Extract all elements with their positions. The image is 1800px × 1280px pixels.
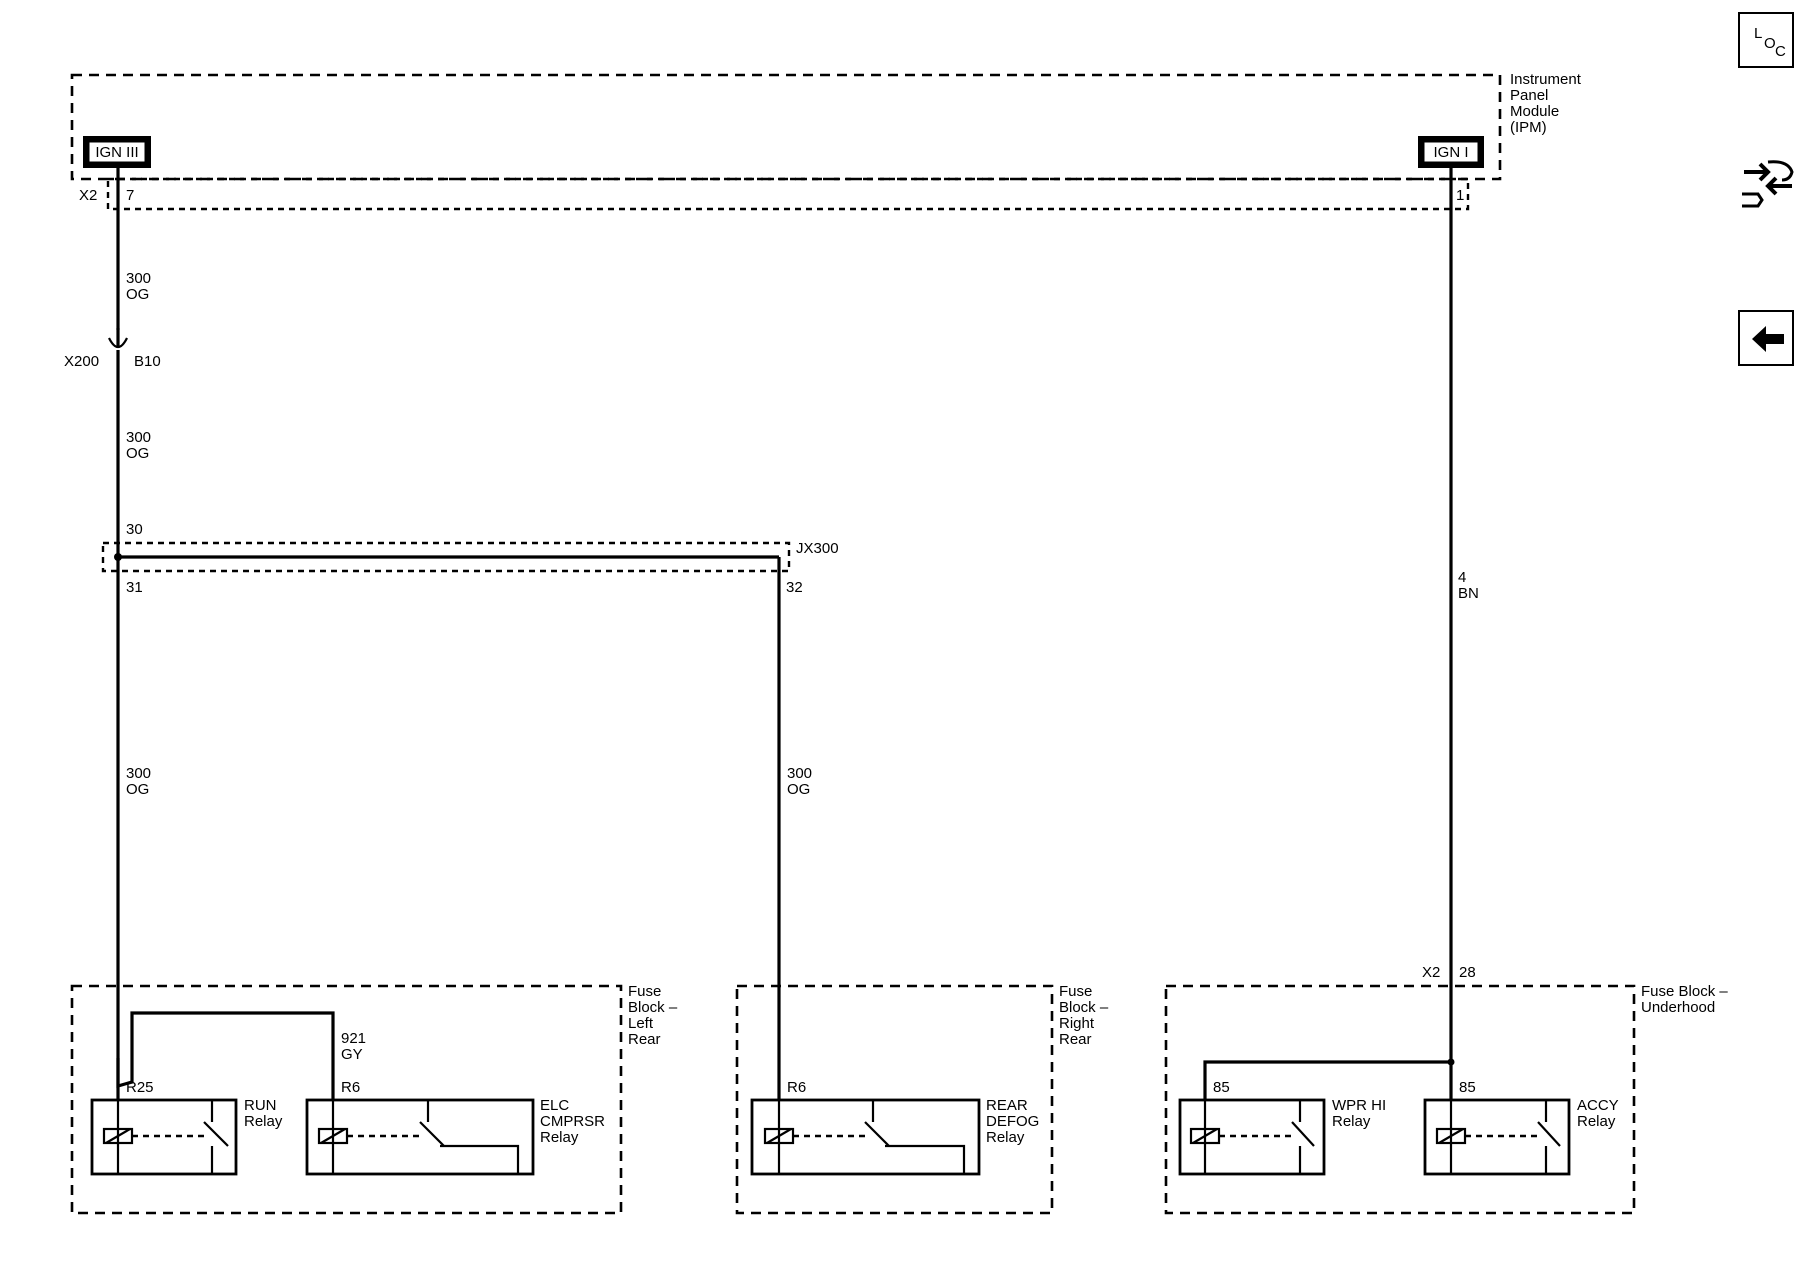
svg-text:300: 300 — [126, 429, 151, 446]
svg-text:Relay: Relay — [986, 1129, 1025, 1146]
svg-text:Block –: Block – — [1059, 999, 1109, 1016]
wpr-hi-relay — [1178, 1098, 1326, 1176]
fuse-block-left-rear-name: Fuse Block – Left Rear — [628, 983, 678, 1048]
pin-1: 1 — [1456, 187, 1464, 204]
run-relay — [90, 1098, 238, 1176]
defog-relay-pin: R6 — [787, 1079, 806, 1096]
svg-text:Fuse: Fuse — [628, 983, 661, 1000]
svg-text:BN: BN — [1458, 585, 1479, 602]
fuse-block-left-rear — [70, 984, 623, 1215]
back-arrow-icon — [1752, 326, 1784, 352]
wire-label-300-og-3: 300 OG — [126, 765, 151, 798]
svg-text:REAR: REAR — [986, 1097, 1028, 1114]
connector-x2-right: X2 — [1422, 964, 1440, 981]
svg-text:CMPRSR: CMPRSR — [540, 1113, 605, 1130]
wire-label-300-og-1: 300 OG — [126, 270, 151, 303]
svg-text:OG: OG — [126, 286, 149, 303]
wpr-relay-name: WPR HI Relay — [1332, 1097, 1386, 1130]
svg-text:ELC: ELC — [540, 1097, 569, 1114]
svg-text:Module: Module — [1510, 103, 1559, 120]
svg-text:Relay: Relay — [244, 1113, 283, 1130]
svg-text:WPR HI: WPR HI — [1332, 1097, 1386, 1114]
wire-label-300-og-4: 300 OG — [787, 765, 812, 798]
svg-text:Panel: Panel — [1510, 87, 1548, 104]
pin-28: 28 — [1459, 964, 1476, 981]
svg-text:Relay: Relay — [1332, 1113, 1371, 1130]
svg-text:Left: Left — [628, 1015, 654, 1032]
ign-iii-label: IGN III — [83, 136, 151, 168]
fuse-block-underhood-name: Fuse Block – Underhood — [1641, 983, 1728, 1016]
svg-text:Fuse: Fuse — [1059, 983, 1092, 1000]
svg-text:Relay: Relay — [540, 1129, 579, 1146]
svg-text:L: L — [1754, 25, 1762, 42]
elc-relay-name: ELC CMPRSR Relay — [540, 1097, 605, 1146]
svg-text:Rear: Rear — [1059, 1031, 1092, 1048]
svg-text:300: 300 — [787, 765, 812, 782]
wire-label-300-og-2: 300 OG — [126, 429, 151, 462]
pin-31: 31 — [126, 579, 143, 596]
svg-text:(IPM): (IPM) — [1510, 119, 1547, 136]
pin-32: 32 — [786, 579, 803, 596]
svg-text:OG: OG — [126, 781, 149, 798]
run-relay-name: RUN Relay — [244, 1097, 283, 1130]
svg-text:ACCY: ACCY — [1577, 1097, 1619, 1114]
wire-label-4-bn: 4 BN — [1458, 569, 1479, 602]
pin-30: 30 — [126, 521, 143, 538]
fuse-block-right-rear-name: Fuse Block – Right Rear — [1059, 983, 1109, 1048]
accy-relay — [1423, 1098, 1571, 1176]
svg-text:RUN: RUN — [244, 1097, 277, 1114]
splice-jx300: JX300 — [796, 540, 839, 557]
svg-text:GY: GY — [341, 1046, 363, 1063]
accy-relay-pin: 85 — [1459, 1079, 1476, 1096]
wpr-relay-pin: 85 — [1213, 1079, 1230, 1096]
svg-text:O: O — [1764, 35, 1776, 52]
fuse-block-right-rear — [735, 984, 1054, 1215]
svg-text:300: 300 — [126, 765, 151, 782]
run-relay-pin: R25 — [126, 1079, 154, 1096]
wire-label-921-gy: 921 GY — [341, 1030, 366, 1063]
splice-jx300-outline — [101, 541, 791, 573]
ipm-module-name: Instrument Panel Module (IPM) — [1510, 71, 1582, 136]
back-button[interactable] — [1738, 310, 1794, 366]
branch-node — [1447, 1058, 1455, 1066]
connector-x2-left: X2 — [79, 187, 97, 204]
svg-text:C: C — [1775, 43, 1786, 60]
svg-text:Instrument: Instrument — [1510, 71, 1582, 88]
svg-text:Underhood: Underhood — [1641, 999, 1715, 1016]
svg-text:Relay: Relay — [1577, 1113, 1616, 1130]
location-button[interactable]: L O C — [1738, 12, 1794, 68]
defog-relay-name: REAR DEFOG Relay — [986, 1097, 1039, 1146]
svg-text:IGN III: IGN III — [95, 144, 138, 161]
fuse-block-underhood — [1164, 984, 1636, 1215]
svg-text:4: 4 — [1458, 569, 1466, 586]
ipm-connector-outline — [106, 177, 1470, 211]
svg-text:IGN I: IGN I — [1433, 144, 1468, 161]
connector-view-button[interactable] — [1738, 150, 1794, 208]
svg-text:OG: OG — [787, 781, 810, 798]
svg-text:Right: Right — [1059, 1015, 1095, 1032]
connector-swap-icon — [1742, 160, 1794, 208]
elc-cmprsr-relay — [305, 1098, 535, 1176]
wire-branch-85 — [1203, 1060, 1451, 1100]
elc-relay-pin: R6 — [341, 1079, 360, 1096]
svg-text:300: 300 — [126, 270, 151, 287]
svg-text:Fuse Block –: Fuse Block – — [1641, 983, 1728, 1000]
ign-i-label: IGN I — [1418, 136, 1484, 168]
svg-text:Block –: Block – — [628, 999, 678, 1016]
svg-text:Rear: Rear — [628, 1031, 661, 1048]
rear-defog-relay — [750, 1098, 981, 1176]
svg-text:DEFOG: DEFOG — [986, 1113, 1039, 1130]
location-icon: L O C — [1754, 25, 1786, 60]
pin-7: 7 — [126, 187, 134, 204]
svg-text:OG: OG — [126, 445, 149, 462]
ipm-module-outline — [70, 73, 1502, 181]
connector-x200: X200 — [64, 353, 99, 370]
pin-b10: B10 — [134, 353, 161, 370]
svg-text:921: 921 — [341, 1030, 366, 1047]
accy-relay-name: ACCY Relay — [1577, 1097, 1619, 1130]
